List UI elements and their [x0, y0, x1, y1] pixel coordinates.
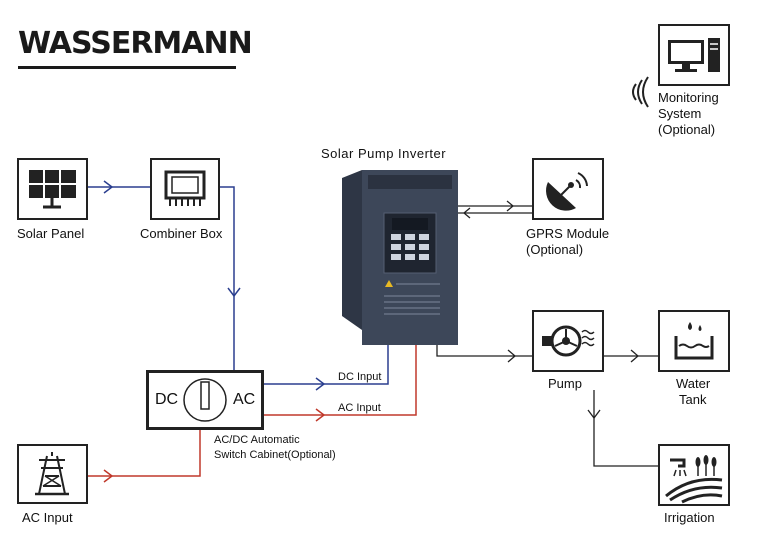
- gprs-module-label-line2: (Optional): [526, 242, 584, 257]
- water-tank-label-line1: Water: [676, 376, 711, 391]
- irrigation-icon: [665, 455, 723, 504]
- pump-label: Pump: [548, 376, 582, 391]
- irrigation-node: [658, 444, 730, 506]
- computer-icon: [668, 38, 720, 72]
- monitoring-system-label-line3: (Optional): [658, 122, 716, 137]
- water-tank-icon: [674, 322, 714, 360]
- solar-panel-node: [17, 158, 88, 220]
- gprs-module-label-line1: GPRS Module: [526, 226, 610, 241]
- ac-input-label: AC Input: [22, 510, 73, 525]
- pump-icon: [542, 325, 595, 357]
- water-tank-node: [658, 310, 730, 372]
- switch-cabinet-label-line2: Switch Cabinet(Optional): [214, 449, 336, 461]
- solar-panel-label: Solar Panel: [17, 226, 85, 241]
- switch-ac-label: AC: [233, 391, 256, 408]
- power-tower-icon: [35, 452, 69, 496]
- brand-logo-text: WASSERMANN: [18, 26, 253, 61]
- combiner-box-label: Combiner Box: [140, 226, 223, 241]
- irrigation-label: Irrigation: [664, 510, 715, 525]
- brand-logo-underline: [18, 66, 236, 69]
- monitoring-system-label-line1: Monitoring: [658, 90, 719, 105]
- gprs-module-node: [532, 158, 604, 220]
- brand-logo: WASSERMANN: [18, 20, 253, 72]
- pump-node: [532, 310, 604, 372]
- inverter-title: Solar Pump Inverter: [321, 146, 447, 161]
- dc-input-edge-label: DC Input: [338, 371, 382, 383]
- combiner-box-node: [150, 158, 220, 220]
- satellite-dish-icon: [546, 172, 588, 211]
- water-tank-label-line2: Tank: [679, 392, 707, 407]
- ac-input-edge-label: AC Input: [338, 402, 381, 414]
- ac-input-node: [17, 444, 88, 504]
- solar-panel-icon: [29, 170, 76, 209]
- combiner-box-icon: [164, 170, 206, 206]
- rotary-switch-icon: [183, 378, 227, 422]
- switch-cabinet-node: DC AC: [146, 370, 264, 430]
- switch-dc-label: DC: [155, 391, 179, 408]
- monitoring-system-label-line2: System: [658, 106, 702, 121]
- monitoring-system-node: [658, 24, 730, 86]
- switch-cabinet-label-line1: AC/DC Automatic: [214, 434, 300, 446]
